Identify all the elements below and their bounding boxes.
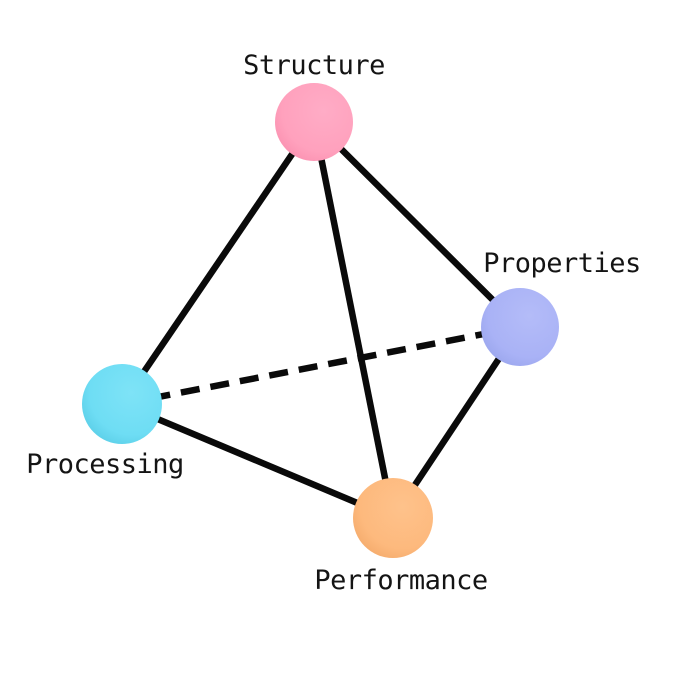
edge-structure-processing <box>119 120 317 406</box>
edge-structure-performance <box>310 121 397 519</box>
label-processing: Processing <box>26 449 184 480</box>
edge-structure-properties <box>311 119 523 330</box>
edge-processing-properties-dashed <box>121 323 521 408</box>
nodes-layer <box>82 83 559 558</box>
node-performance-circle <box>353 478 433 558</box>
node-structure-circle <box>275 83 353 161</box>
node-properties-circle <box>481 288 559 366</box>
label-structure: Structure <box>243 50 385 81</box>
label-performance: Performance <box>314 565 487 596</box>
edge-processing-performance <box>120 401 395 521</box>
node-processing-circle <box>82 364 162 444</box>
label-properties: Properties <box>483 248 641 279</box>
